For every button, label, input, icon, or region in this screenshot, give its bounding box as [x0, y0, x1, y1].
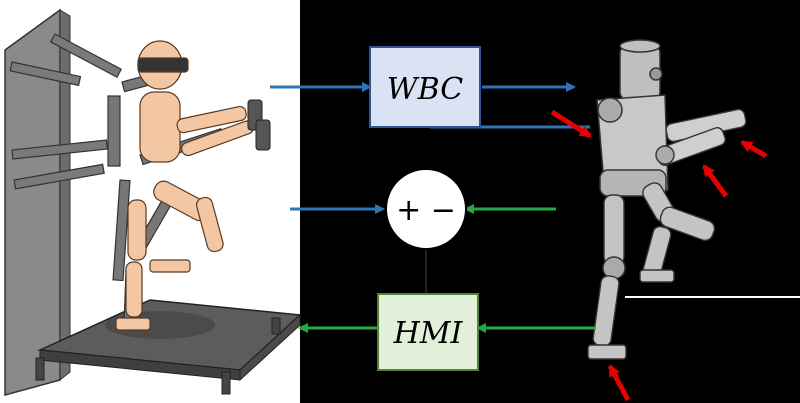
hmi-label: HMI: [393, 316, 464, 351]
force-arrow-torso: [550, 109, 592, 139]
humanoid-robot-icon: [587, 39, 747, 360]
wbc-label: WBC: [387, 72, 463, 107]
force-arrow-hand: [740, 139, 768, 159]
wbc-block: WBC: [369, 46, 481, 128]
hmi-block: HMI: [377, 293, 479, 371]
summation-junction: + −: [385, 168, 467, 250]
summation-label: + −: [396, 193, 456, 228]
human-operator-in-exoskeleton-icon: [0, 0, 302, 403]
force-arrow-forearm: [701, 164, 729, 198]
force-arrow-foot: [607, 364, 631, 402]
